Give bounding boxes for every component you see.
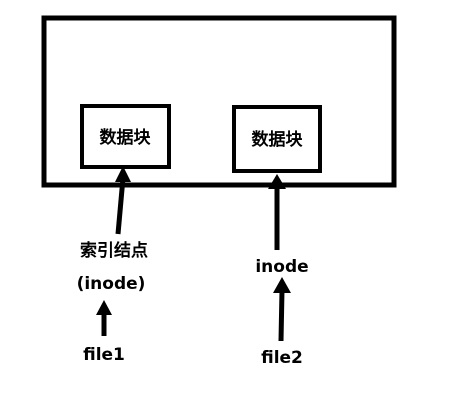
inode-label: inode [255, 257, 308, 277]
index-node-label: 索引结点 [80, 240, 148, 261]
data-block-left-box [80, 104, 171, 169]
arrow-file1-to-index-node [96, 300, 112, 336]
file2-label: file2 [261, 348, 303, 368]
data-block-right: 数据块 [232, 105, 322, 173]
data-block-left: 数据块 [80, 104, 171, 169]
data-block-right-label: 数据块 [252, 129, 304, 150]
outer-container [41, 15, 397, 188]
arrow-inode-to-block [268, 174, 286, 250]
data-block-right-box [232, 105, 322, 173]
arrow-file2-to-inode [273, 277, 291, 342]
data-block-left-label: 数据块 [100, 127, 152, 148]
index-node-paren-label: (inode) [77, 274, 146, 294]
arrow-index-node-to-block [115, 166, 131, 235]
file1-label: file1 [83, 345, 125, 365]
